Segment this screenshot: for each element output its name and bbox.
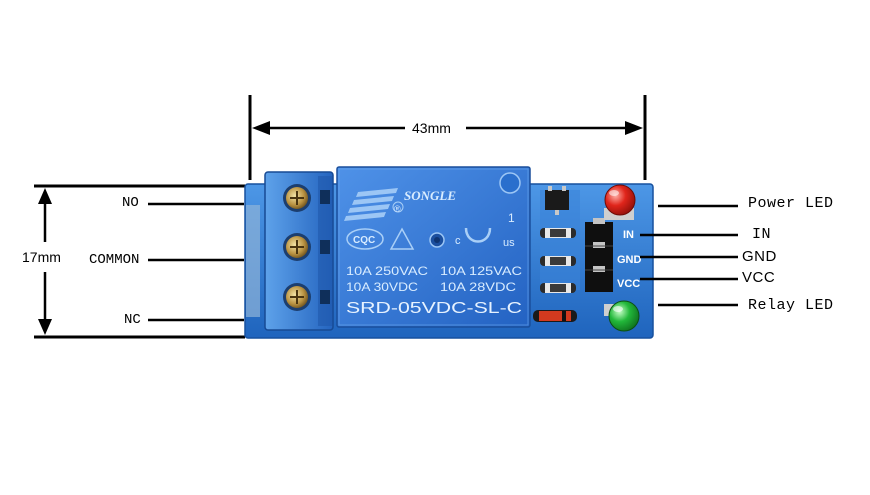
height-dimension [34, 184, 245, 339]
in-pin-label: IN [752, 226, 772, 243]
width-arrowhead-left [252, 121, 270, 135]
pcb-edge-solder [246, 205, 260, 317]
height-dimension-label: 17mm [22, 249, 61, 265]
silk-gnd-label: GND [617, 254, 642, 266]
screw-nc [283, 283, 311, 311]
silk-in-label: IN [623, 229, 634, 241]
vcc-pin-label: VCC [742, 269, 776, 286]
screw-common [283, 233, 311, 261]
width-dimension-label: 43mm [412, 120, 451, 136]
width-arrowhead-right [625, 121, 643, 135]
registered-mark-circle [392, 201, 404, 213]
resistor-3 [540, 283, 576, 293]
relay-brand-text: SONGLE [404, 188, 456, 203]
terminal-no-label: NO [122, 195, 139, 211]
relay-ul-c-text: c [455, 235, 461, 247]
power-led-icon [604, 184, 636, 220]
relay-top-hole [499, 172, 521, 194]
relay-cert-number: 1 [508, 211, 515, 225]
relay-rating-2-left: 10A 30VDC [346, 280, 418, 294]
diode [533, 310, 577, 322]
wire-hole-2 [320, 240, 330, 254]
resistor-2 [540, 256, 576, 266]
transistor [545, 190, 569, 210]
relay-led-label: Relay LED [748, 297, 834, 314]
cqc-badge-icon [346, 228, 384, 250]
wire-hole-3 [320, 290, 330, 304]
screw-no [283, 184, 311, 212]
power-led-label: Power LED [748, 195, 834, 212]
resistor-1 [540, 228, 576, 238]
relay-led-icon [604, 300, 640, 332]
relay-rating-1-left: 10A 250VAC [346, 264, 428, 278]
relay-model-text: SRD-05VDC-SL-C [346, 300, 522, 317]
gnd-pin-label: GND [742, 248, 777, 265]
warning-triangle-icon [389, 227, 415, 250]
relay-component [336, 166, 531, 328]
ul-mark-icon [464, 227, 492, 243]
relay-registered-mark: ® [394, 204, 401, 214]
header-pins [585, 218, 613, 292]
relay-rating-2-right: 10A 28VDC [440, 280, 516, 294]
silk-vcc-label: VCC [617, 278, 640, 290]
wire-hole-1 [320, 190, 330, 204]
height-arrowhead-top [38, 188, 52, 204]
terminal-common-label: COMMON [89, 252, 140, 268]
relay-cqc-text: CQC [353, 235, 375, 246]
screw-terminal-block [264, 171, 334, 331]
width-dimension [248, 95, 647, 180]
relay-rating-1-right: 10A 125VAC [440, 264, 522, 278]
songle-logo-icon [344, 188, 398, 221]
relay-module-board: IN GND VCC [244, 166, 654, 339]
terminal-nc-label: NC [124, 312, 141, 328]
relay-ul-us-text: us [503, 237, 515, 249]
height-arrowhead-bottom [38, 319, 52, 335]
